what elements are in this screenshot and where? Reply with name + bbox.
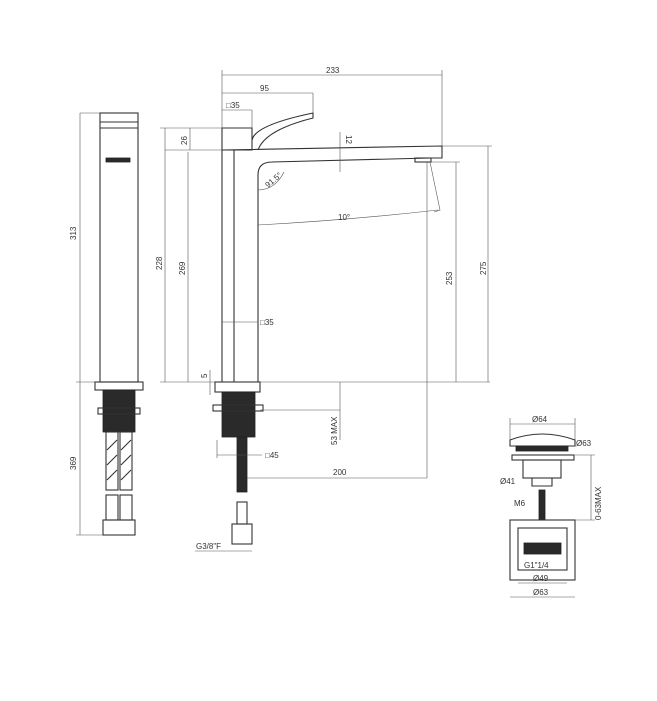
- dim-12: 12: [344, 135, 353, 144]
- dim-228: 228: [155, 256, 164, 270]
- front-view: 233 95 □35 26 12 91.5° 10° 228 269 □35 2…: [155, 66, 492, 552]
- dim-369: 369: [69, 456, 78, 470]
- dim-waste-thread: G1"1/4: [524, 561, 549, 570]
- dim-handle-square: □35: [226, 101, 240, 110]
- dim-waste-63-bottom: Ø63: [533, 588, 549, 597]
- dim-200: 200: [333, 468, 347, 477]
- dim-269: 269: [178, 261, 187, 275]
- dim-53-max: 53 MAX: [330, 416, 339, 445]
- dim-angle-10: 10°: [338, 213, 350, 222]
- dim-275: 275: [479, 261, 488, 275]
- dim-waste-range: 0-63MAX: [594, 486, 603, 520]
- dim-233: 233: [326, 66, 340, 75]
- dim-5: 5: [200, 373, 209, 378]
- dim-base-square: □45: [265, 451, 279, 460]
- dim-body-square: □35: [260, 318, 274, 327]
- dim-waste-49: Ø49: [533, 574, 549, 583]
- dim-waste-63-top: Ø63: [576, 439, 592, 448]
- dim-angle-91: 91.5°: [264, 171, 284, 190]
- waste-view: Ø64 Ø63 Ø41 M6 0-63MAX G1"1/4 Ø49 Ø63: [500, 415, 603, 598]
- side-view: 313 369: [69, 112, 144, 536]
- dim-26: 26: [180, 136, 189, 145]
- dim-95: 95: [260, 84, 269, 93]
- dim-connection: G3/8"F: [196, 542, 221, 551]
- dim-313: 313: [69, 226, 78, 240]
- dim-waste-64: Ø64: [532, 415, 548, 424]
- dim-waste-m6: M6: [514, 499, 526, 508]
- dim-253: 253: [445, 271, 454, 285]
- dim-waste-41: Ø41: [500, 477, 516, 486]
